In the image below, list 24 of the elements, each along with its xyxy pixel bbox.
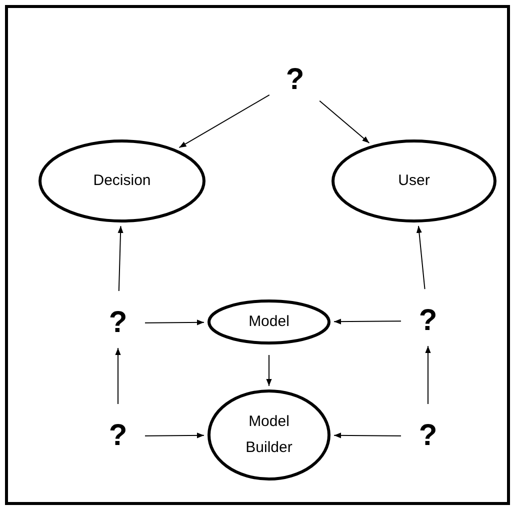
node-label: User — [398, 171, 430, 191]
question-mark: ? — [411, 414, 445, 458]
arrow — [144, 432, 204, 438]
ellipse-node — [38, 139, 206, 223]
ellipse-node — [207, 299, 331, 345]
node-label: Decision — [93, 171, 151, 191]
question-mark: ? — [101, 414, 135, 458]
arrow — [334, 432, 402, 438]
question-mark: ? — [101, 301, 135, 345]
question-mark: ? — [278, 58, 312, 102]
ellipse-node — [207, 389, 331, 481]
node-label: Model Builder — [244, 412, 294, 458]
arrow — [266, 354, 272, 386]
arrow — [425, 346, 431, 404]
arrow — [416, 225, 426, 290]
node-label: Model — [248, 312, 290, 332]
arrow — [144, 320, 204, 326]
arrow — [178, 94, 270, 148]
ellipse-node — [331, 139, 497, 223]
arrow — [118, 226, 124, 292]
arrow — [115, 348, 121, 404]
question-mark: ? — [411, 299, 445, 343]
arrow — [334, 318, 402, 324]
arrow — [319, 100, 370, 144]
